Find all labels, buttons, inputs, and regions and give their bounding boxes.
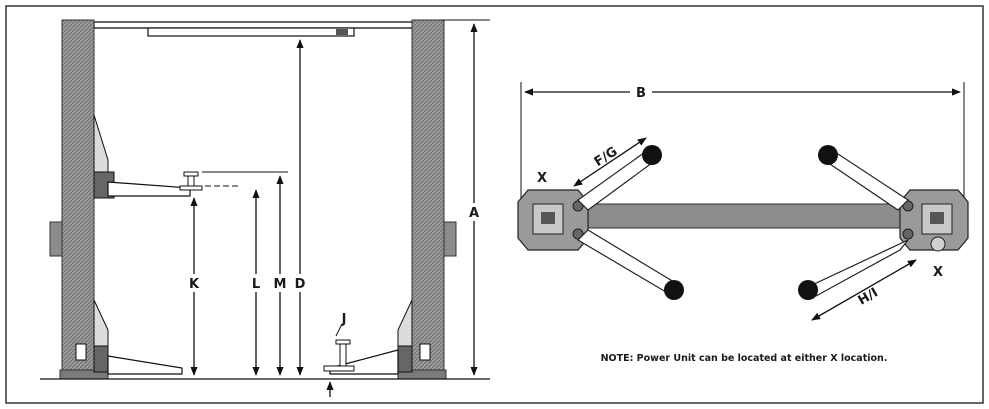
dim-label-d: D — [295, 277, 306, 292]
left-power-box — [49, 221, 63, 257]
top-view: B — [517, 82, 969, 364]
right-column-base — [899, 189, 969, 252]
swing-arm-front-right — [818, 145, 909, 211]
swing-arm-rear-left — [577, 229, 684, 300]
lowered-arm-left — [75, 299, 183, 375]
right-column — [411, 19, 445, 379]
dim-label-m: M — [274, 277, 287, 292]
left-column — [61, 19, 95, 379]
dim-label-j: J — [341, 312, 347, 327]
overhead-beam — [93, 21, 415, 29]
power-unit-location-left: X — [537, 171, 547, 186]
lowered-arm-right — [323, 299, 431, 375]
overhead-shutoff-bar — [147, 27, 355, 37]
left-column-base — [517, 189, 589, 251]
right-power-box — [443, 221, 457, 257]
dim-label-b: B — [636, 86, 646, 101]
dim-label-a: A — [469, 206, 479, 221]
power-unit-note: NOTE: Power Unit can be located at eithe… — [601, 353, 888, 364]
dim-label-k: K — [189, 277, 200, 292]
raised-arm-assembly — [93, 114, 240, 199]
dim-label-l: L — [252, 277, 260, 292]
power-unit-location-right: X — [933, 265, 943, 280]
top-cross-beam — [579, 203, 911, 229]
front-view: A D M L K J — [40, 19, 490, 397]
